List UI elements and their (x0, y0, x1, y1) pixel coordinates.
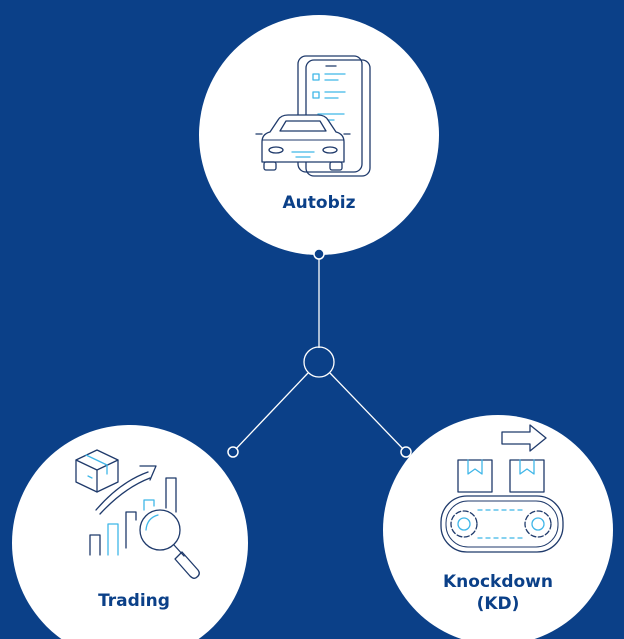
node-knockdown-circle[interactable] (383, 415, 613, 639)
conveyor-belt-boxes-icon (440, 424, 564, 553)
node-trading-circle[interactable] (12, 425, 248, 639)
connector-lines (232, 254, 407, 453)
connector-dot-autobiz (313, 248, 325, 260)
node-label-knockdown-line2: (KD) (476, 594, 520, 614)
connector-dot-trading (227, 446, 239, 458)
connector-hub-trading (232, 372, 309, 453)
node-label-knockdown: Knockdown (KD) (438, 571, 558, 615)
connector-hub-knockdown (329, 372, 407, 453)
box-growth-chart-magnifier-icon (75, 449, 200, 579)
hub-circle (303, 346, 335, 378)
node-label-knockdown-line1: Knockdown (443, 572, 553, 592)
car-with-checklist-icon (255, 55, 371, 177)
node-label-autobiz: Autobiz (282, 193, 356, 213)
node-label-trading: Trading (98, 591, 170, 611)
connector-dot-knockdown (400, 446, 412, 458)
